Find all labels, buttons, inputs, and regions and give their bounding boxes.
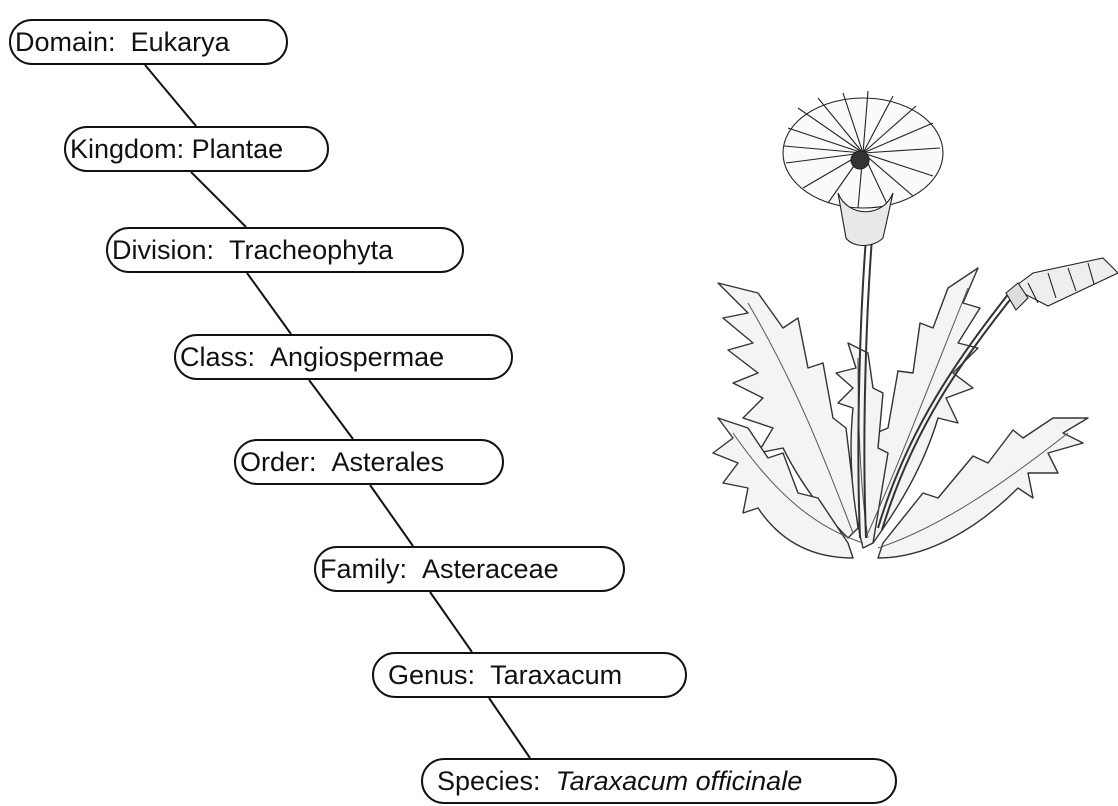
node-value: Taraxacum officinale (556, 766, 803, 797)
edge-domain-kingdom (145, 65, 196, 126)
node-rank: Species: (437, 766, 541, 797)
node-rank: Order: (240, 447, 317, 478)
flower-bud (1006, 258, 1118, 310)
node-rank: Class: (180, 342, 255, 373)
edge-class-order (309, 380, 353, 439)
node-value: Plantae (192, 134, 284, 165)
node-order: Order: Asterales (234, 439, 504, 485)
node-species: Species: Taraxacum officinale (421, 758, 897, 804)
node-family: Family: Asteraceae (314, 546, 625, 592)
node-value: Eukarya (131, 27, 230, 58)
flower-head (783, 91, 943, 246)
node-value: Taraxacum (490, 660, 622, 691)
edge-order-family (370, 485, 413, 546)
node-rank: Division: (112, 235, 214, 266)
node-value: Angiospermae (270, 342, 444, 373)
node-division: Division: Tracheophyta (106, 227, 464, 273)
leaves (713, 268, 1088, 558)
node-class: Class: Angiospermae (174, 334, 513, 380)
node-kingdom: Kingdom: Plantae (64, 126, 329, 172)
edge-family-genus (430, 592, 472, 652)
edge-kingdom-division (191, 172, 246, 227)
node-value: Tracheophyta (229, 235, 393, 266)
node-rank: Domain: (15, 27, 116, 58)
node-genus: Genus: Taraxacum (372, 652, 687, 698)
node-domain: Domain: Eukarya (9, 19, 288, 65)
edge-genus-species (489, 698, 530, 758)
edge-division-class (247, 273, 291, 334)
node-rank: Genus: (388, 660, 475, 691)
node-value: Asteraceae (422, 554, 559, 585)
dandelion-illustration (688, 88, 1118, 618)
node-rank: Family: (320, 554, 407, 585)
node-rank: Kingdom: (70, 134, 184, 165)
node-value: Asterales (332, 447, 445, 478)
